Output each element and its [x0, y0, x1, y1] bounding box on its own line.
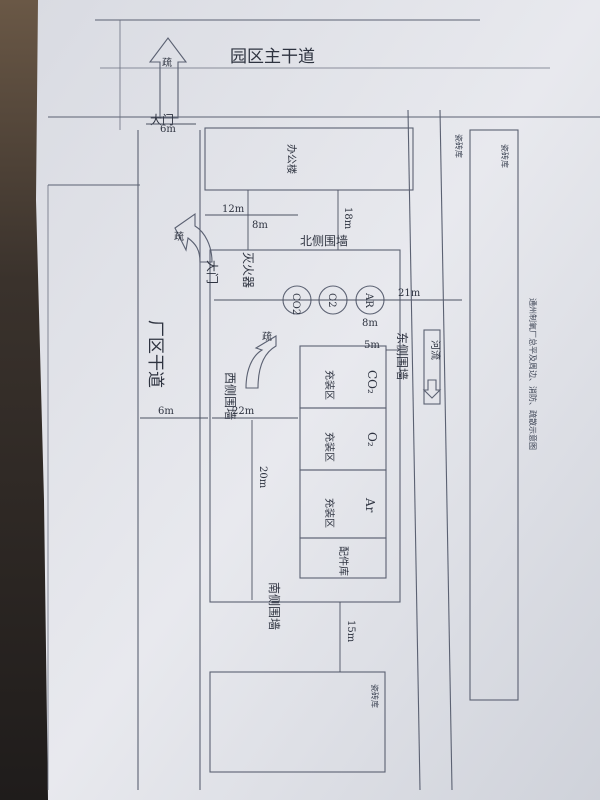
river-bank-label-top: 瓷砖库 — [454, 134, 464, 158]
gate-label-west: 大门 — [205, 260, 220, 284]
river-band — [407, 109, 453, 791]
neighbor-label-south: 瓷砖库 — [370, 684, 380, 708]
dim-d3: 8m — [252, 220, 268, 231]
dim-d11: 15m — [345, 620, 356, 643]
paper-sheet — [36, 0, 600, 800]
west-road-label: 厂区干道 — [145, 320, 165, 388]
dim-d5: 21m — [398, 288, 421, 299]
dim-d4: 18m — [342, 207, 353, 230]
document-title: 通州制氧厂总平及周边、消防、疏散示意图 — [528, 298, 538, 450]
north-evacuation-arrow — [148, 37, 188, 119]
backflow-label: 灭火器 — [241, 252, 255, 288]
bay-co2-storage: 充装区 — [323, 370, 336, 400]
dim-d10: 20m — [257, 466, 268, 489]
tank-co2-label: CO2 — [290, 293, 301, 315]
neighbor-label-top: 瓷砖库 — [500, 144, 510, 168]
office-building — [204, 127, 414, 191]
gate-label-top: 大门 — [150, 112, 174, 127]
wall-south-label: 南侧围墙 — [267, 582, 282, 630]
dim-d8: 6m — [158, 406, 174, 417]
dim-d7: 5m — [364, 340, 380, 351]
office-label: 办公楼 — [285, 144, 298, 174]
plant-enclosure — [209, 249, 401, 603]
river-label: 河流 — [429, 340, 442, 360]
filling-room-label: 配件库 — [337, 546, 350, 576]
bay-ar-storage: 充装区 — [323, 498, 336, 528]
interior-evacuation-arrow — [245, 335, 277, 389]
dim-d9: 22m — [232, 406, 255, 417]
bay-o2-storage: 充装区 — [323, 432, 336, 462]
wall-north-label: 北侧围墙 — [300, 234, 348, 248]
wall-east-label: 东侧围墙 — [395, 332, 409, 380]
north-main-road — [48, 19, 600, 186]
storage-bays — [299, 345, 387, 579]
east-warehouse-strip — [469, 129, 519, 701]
wall-west-label: 西侧围墙 — [223, 372, 237, 420]
evacuate-label-west: 疏 — [174, 230, 184, 243]
dim-d1: 6m — [160, 124, 176, 135]
evacuate-label-north: 疏 — [162, 56, 172, 69]
dim-d2: 12m — [222, 204, 245, 215]
west-evacuation-arrow — [174, 212, 213, 263]
dim-d6: 8m — [362, 318, 378, 329]
bay-o2-label: O₂ — [365, 432, 379, 447]
south-warehouse — [209, 671, 386, 773]
evacuate-label-interior: 疏 — [262, 330, 272, 343]
west-factory-road — [137, 130, 201, 790]
bay-co2-label: CO₂ — [365, 370, 379, 394]
bay-ar-label: Ar — [363, 497, 377, 513]
north-road-label: 园区主干道 — [230, 47, 315, 67]
